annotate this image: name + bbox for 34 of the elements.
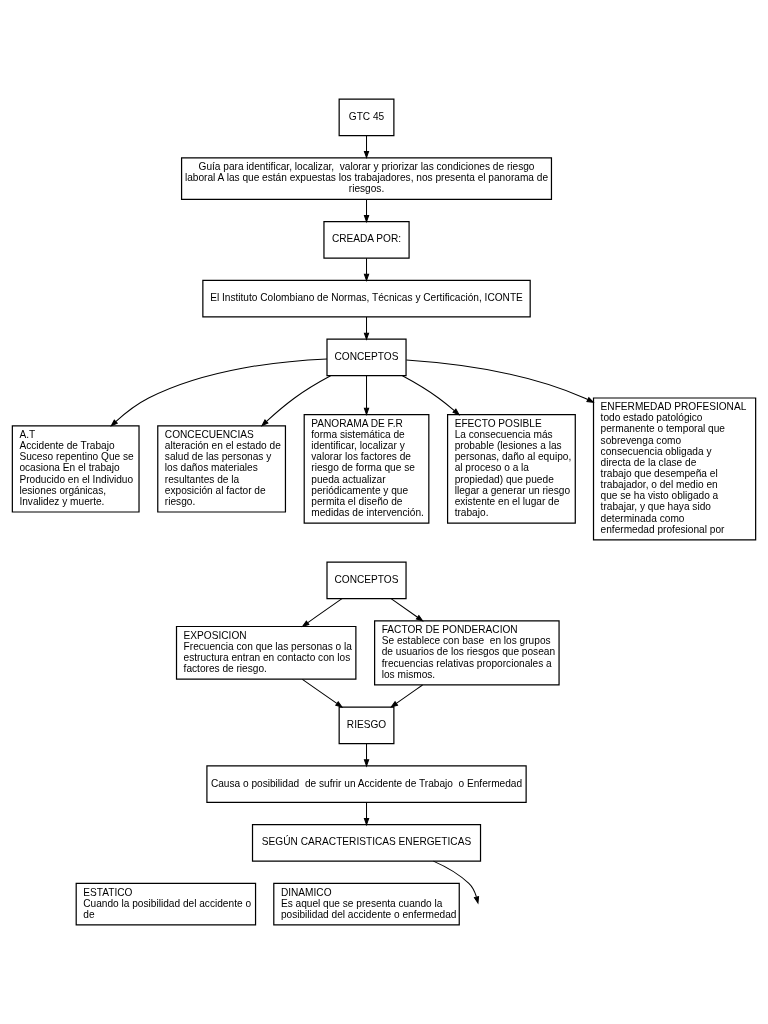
- arrow: [363, 801, 370, 827]
- arrow: [363, 199, 370, 224]
- node-box: GTC 45: [338, 98, 395, 137]
- node-box: EFECTO POSIBLE La consecuencia más probable (lesiones a las personas, daño al equipo, al proceso o a la propiedad) que puede llegar a generar un riesgo existente en el lugar de trabajo.: [446, 414, 576, 524]
- arrow: [110, 358, 328, 427]
- node-box: ESTATICO Cuando la posibilidad del accidente o de: [75, 882, 257, 926]
- node-box: PANORAMA DE F.R forma sistemática de identificar, localizar y valorar los factores de riesgo de forma que se pueda actualizar periódicamente y que permita el diseño de medidas de intervención.: [303, 414, 430, 524]
- arrow: [363, 375, 370, 416]
- arrow: [432, 860, 480, 905]
- node-box: EXPOSICION Frecuencia con que las personas o la estructura entran en contacto con los factores de riesgo.: [175, 625, 357, 680]
- node-box: CONCEPTOS: [326, 338, 407, 377]
- node-box: A.T Accidente de Trabajo Suceso repentino Que se ocasiona En el trabajo Producido en el Individuo lesiones orgánicas, Invalidez y muerte.: [11, 425, 140, 513]
- arrow: [401, 375, 461, 416]
- node-box: CONCECUENCIAS alteración en el estado de salud de las personas y los daños materiales resultantes de la exposición al factor de riesgo.: [157, 425, 287, 513]
- node-box: FACTOR DE PONDERACION Se establece con base en los grupos de usuarios de los riesgos que posean frecuencias relativas proporcionales a los mismos.: [374, 620, 560, 686]
- arrow: [260, 375, 332, 427]
- node-box: ENFERMEDAD PROFESIONAL todo estado patológico permanente o temporal que sobrevenga como consecuencia obligada y directa de la clase de trabajo que desempeña el trabajador, o del medio en que se ha visto obligado a trabajar, y que haya sido determinada como enfermedad profesional por: [592, 397, 757, 541]
- node-box: Causa o posibilidad de sufrir un Accidente de Trabajo o Enfermedad: [206, 765, 527, 803]
- arrow: [301, 598, 343, 628]
- arrow: [390, 598, 424, 622]
- arrow: [363, 257, 370, 282]
- node-box: RIESGO: [338, 706, 395, 745]
- node-box: CONCEPTOS: [326, 561, 407, 600]
- node-box: El Instituto Colombiano de Normas, Técnicas y Certificación, ICONTE: [202, 279, 531, 318]
- arrow: [363, 135, 370, 160]
- arrow: [363, 743, 370, 768]
- node-box: CREADA POR:: [323, 221, 410, 259]
- arrow: [390, 684, 424, 708]
- node-box: SEGÚN CARACTERISTICAS ENERGETICAS: [251, 824, 482, 862]
- node-box: Guía para identificar, localizar, valorar y priorizar las condiciones de riesgo laboral A las que están expuestas los trabajadores, nos presenta el panorama de riesgos.: [180, 157, 553, 200]
- arrow: [405, 359, 595, 403]
- arrow: [363, 316, 370, 341]
- arrow: [301, 678, 344, 708]
- node-box: DINAMICO Es aquel que se presenta cuando la posibilidad del accidente o enfermedad: [273, 882, 460, 926]
